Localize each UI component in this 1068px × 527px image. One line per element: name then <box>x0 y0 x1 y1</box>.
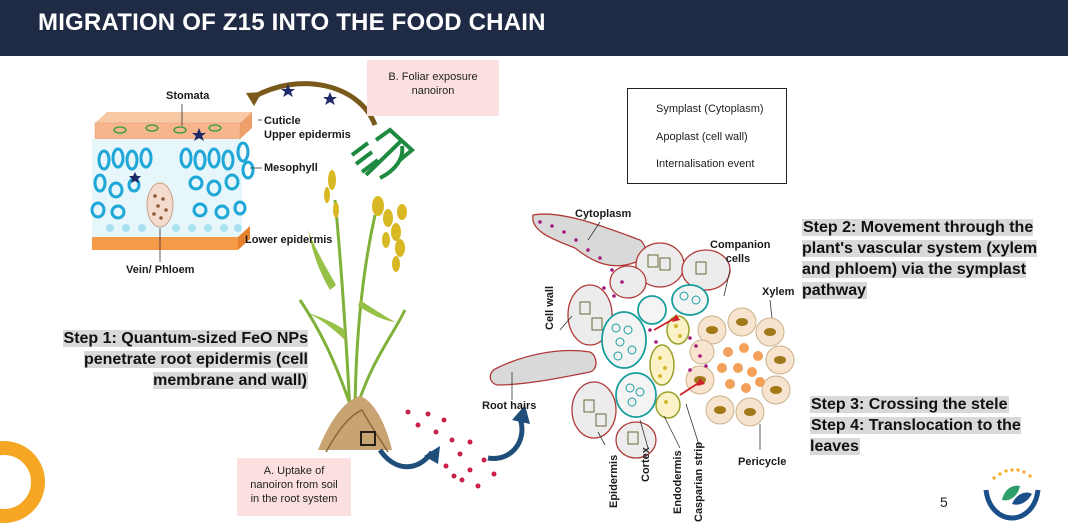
step1-text: Step 1: Quantum-sized FeO NPs penetrate … <box>38 328 308 391</box>
foliar-exposure-box: B. Foliar exposure nanoiron <box>367 60 499 116</box>
foliar-line1: B. Foliar exposure <box>388 71 478 83</box>
leaf-cross-section <box>90 104 262 262</box>
title-bar: MIGRATION OF Z15 INTO THE FOOD CHAIN <box>0 0 1068 56</box>
label-vein-phloem: Vein/ Phloem <box>126 264 195 276</box>
step2-content: Step 2: Movement through the plant's vas… <box>802 219 1038 299</box>
legend-internalisation: Internalisation event <box>656 158 755 170</box>
step3-text: Step 3: Crossing the stele <box>810 394 1050 415</box>
spray-icon <box>350 127 416 180</box>
page-number: 5 <box>940 494 948 510</box>
label-stomata: Stomata <box>166 90 210 102</box>
label-companion-cells: Companion cells <box>710 239 771 265</box>
rice-plant <box>298 170 407 453</box>
orange-ring-decoration <box>0 441 45 523</box>
step1-content: Step 1: Quantum-sized FeO NPs penetrate … <box>62 330 308 389</box>
label-root-hairs: Root hairs <box>482 400 537 412</box>
label-mesophyll: Mesophyll <box>264 162 318 174</box>
label-cytoplasm: Cytoplasm <box>575 208 632 220</box>
legend-box: Symplast (Cytoplasm) Apoplast (cell wall… <box>627 88 787 184</box>
uptake-line3: in the root system <box>250 493 338 505</box>
legend-apoplast: Apoplast (cell wall) <box>656 131 748 143</box>
uptake-line1: A. Uptake of <box>263 465 325 477</box>
page-title: MIGRATION OF Z15 INTO THE FOOD CHAIN <box>38 9 546 36</box>
label-casparian-strip: Casparian strip <box>693 441 705 522</box>
label-upper-epidermis: Upper epidermis <box>264 129 351 141</box>
root-cross-section <box>489 213 795 459</box>
step4-text: Step 4: Translocation to the leaves <box>810 415 1050 457</box>
foliar-line2: nanoiron <box>411 85 455 97</box>
label-epidermis: Epidermis <box>608 454 620 508</box>
nanoparticle-dots <box>405 409 497 489</box>
uptake-line2: nanoiron from soil <box>250 479 338 491</box>
uptake-arrows <box>377 417 525 470</box>
label-cell-wall: Cell wall <box>544 285 556 330</box>
label-endodermis: Endodermis <box>672 450 684 514</box>
step3-content: Step 3: Crossing the stele <box>810 396 1009 413</box>
uptake-box: A. Uptake of nanoiron from soil in the r… <box>237 458 351 516</box>
label-cuticle: Cuticle <box>264 115 301 127</box>
step4-content: Step 4: Translocation to the leaves <box>810 417 1021 455</box>
label-xylem: Xylem <box>762 286 795 298</box>
organization-logo <box>983 468 1041 521</box>
label-pericycle: Pericycle <box>738 456 787 468</box>
legend-symplast: Symplast (Cytoplasm) <box>656 103 764 115</box>
label-lower-epidermis: Lower epidermis <box>245 234 333 246</box>
step2-text: Step 2: Movement through the plant's vas… <box>802 217 1054 301</box>
label-cortex: Cortex <box>640 447 652 482</box>
